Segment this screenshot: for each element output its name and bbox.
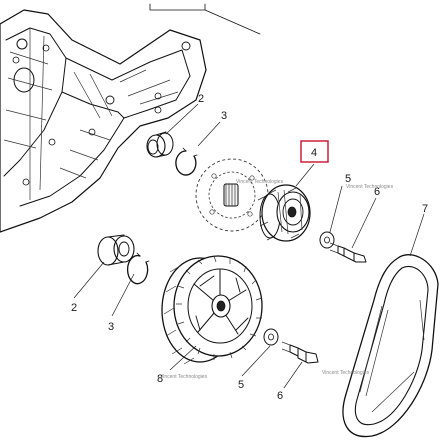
watermark-lower-right: Vincent Technologies bbox=[322, 370, 370, 376]
callout-3-lower: 3 bbox=[108, 321, 114, 333]
lower-bearing bbox=[97, 234, 135, 266]
bracket-leader bbox=[149, 3, 261, 35]
small-pulley bbox=[257, 184, 311, 242]
callout-3-upper: 3 bbox=[221, 110, 227, 122]
callout-2-lower: 2 bbox=[71, 302, 77, 314]
lower-washer bbox=[263, 328, 279, 346]
callout-4: 4 bbox=[311, 147, 317, 159]
drive-sprocket bbox=[195, 158, 269, 232]
callout-7: 7 bbox=[422, 203, 428, 215]
upper-bolt bbox=[329, 242, 367, 263]
leader-lines bbox=[73, 103, 425, 389]
watermark-lower-left: Vincent Technologies bbox=[160, 374, 208, 380]
engine-housing bbox=[0, 9, 207, 233]
highlight-box bbox=[300, 140, 329, 163]
watermark-upper-left: Vincent Technologies bbox=[236, 179, 284, 185]
callout-6-upper: 6 bbox=[374, 186, 380, 198]
callout-5-lower: 5 bbox=[238, 379, 244, 391]
upper-bearing bbox=[146, 131, 174, 158]
lower-snap-ring bbox=[126, 252, 150, 285]
lower-bolt bbox=[281, 341, 319, 364]
watermark-upper-right: Vincent Technologies bbox=[346, 184, 394, 190]
callout-6-lower: 6 bbox=[277, 390, 283, 402]
upper-washer bbox=[319, 231, 335, 249]
drive-belt bbox=[342, 254, 439, 438]
upper-snap-ring bbox=[175, 147, 198, 176]
callout-5-upper: 5 bbox=[345, 173, 351, 185]
callout-2-upper: 2 bbox=[198, 93, 204, 105]
callout-8: 8 bbox=[157, 373, 163, 385]
large-pulley bbox=[161, 255, 263, 365]
